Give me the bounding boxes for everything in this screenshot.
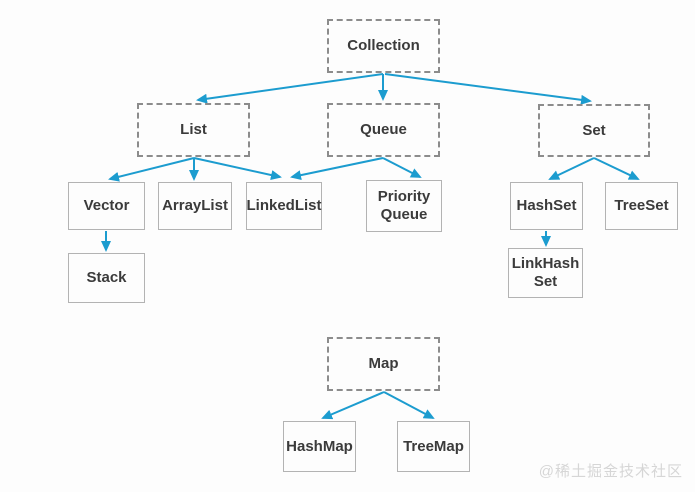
node-hashmap-label: HashMap (286, 437, 353, 455)
node-treemap-label: TreeMap (403, 437, 464, 455)
edge-queue-linkedlist (290, 157, 384, 181)
node-arraylist-label: ArrayList (162, 197, 228, 214)
edge-set-treeset (593, 157, 640, 180)
node-stack-label: Stack (86, 269, 127, 286)
node-set-label: Set (582, 121, 606, 139)
edge-set-hashset (548, 157, 595, 180)
node-set: Set (538, 104, 650, 157)
node-linkhash-set-label: LinkHash Set (511, 255, 580, 290)
node-list-label: List (180, 121, 207, 138)
node-priority-queue: Priority Queue (366, 180, 442, 232)
node-map-label: Map (368, 355, 399, 372)
node-stack: Stack (68, 253, 145, 303)
node-treeset: TreeSet (605, 182, 678, 230)
node-vector: Vector (68, 182, 145, 230)
node-list: List (137, 103, 250, 157)
edge-queue-priorityqueue (382, 157, 422, 178)
node-treemap: TreeMap (397, 421, 470, 472)
node-hashmap: HashMap (283, 421, 356, 472)
node-collection: Collection (327, 19, 440, 73)
edge-list-vector (108, 157, 195, 182)
node-treeset-label: TreeSet (614, 197, 669, 214)
node-linkhash-set: LinkHash Set (508, 248, 583, 298)
node-collection-label: Collection (347, 37, 420, 54)
edge-map-treemap (383, 391, 435, 419)
node-map: Map (327, 337, 440, 391)
node-queue: Queue (327, 103, 440, 157)
watermark: @稀土掘金技术社区 (538, 463, 683, 480)
node-queue-label: Queue (360, 121, 407, 138)
edge-collection-set (384, 73, 592, 105)
node-hashset-label: HashSet (516, 197, 577, 214)
edge-map-hashmap (321, 391, 385, 420)
node-priority-queue-label: Priority Queue (377, 188, 431, 223)
node-arraylist: ArrayList (158, 182, 232, 230)
node-linkedlist: LinkedList (246, 182, 322, 230)
node-hashset: HashSet (510, 182, 583, 230)
edge-list-linkedlist (193, 157, 282, 180)
node-linkedlist-label: LinkedList (246, 197, 322, 214)
edge-collection-list (196, 73, 384, 104)
node-vector-label: Vector (83, 197, 130, 214)
